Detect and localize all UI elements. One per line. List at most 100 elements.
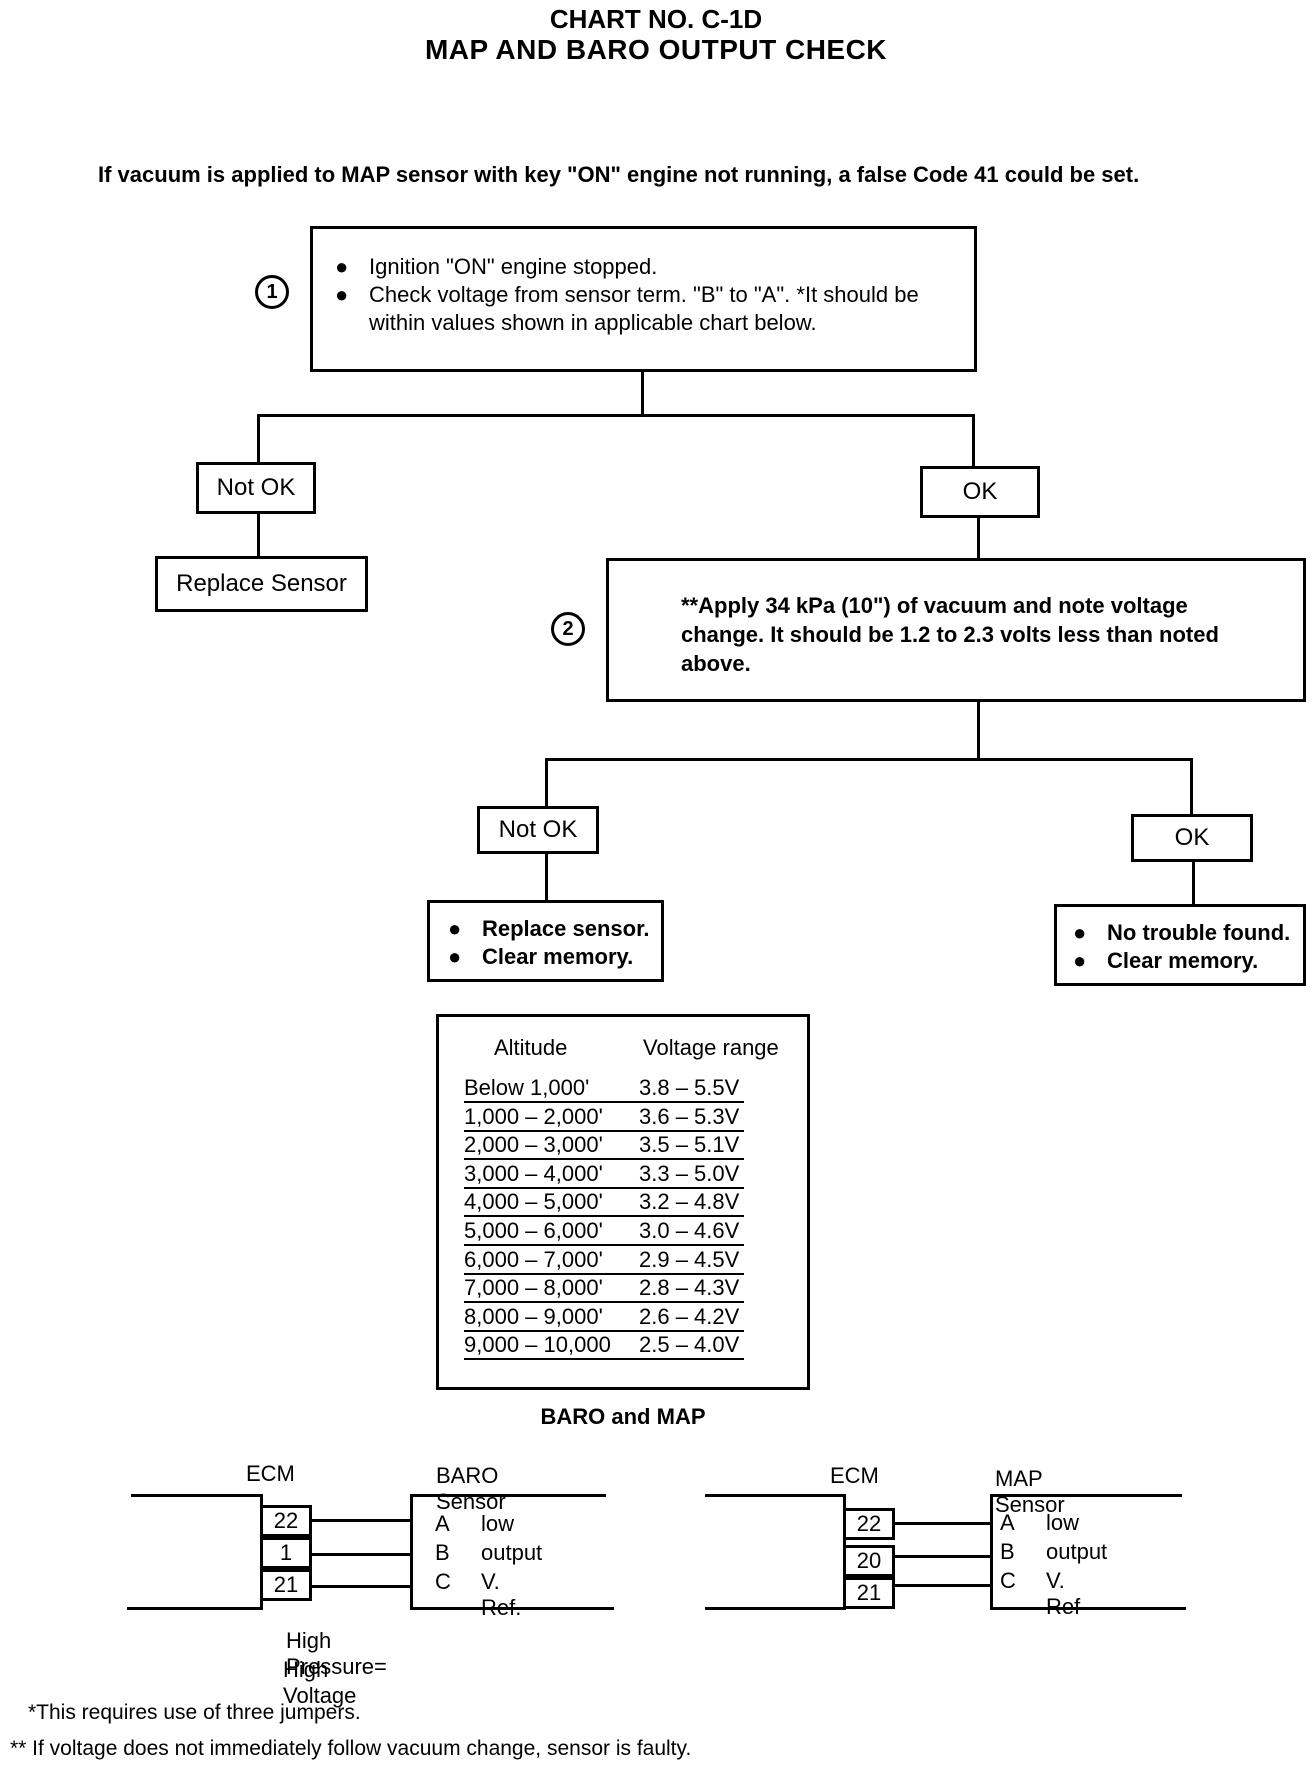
wire <box>895 1555 991 1558</box>
pin-number: 20 <box>856 1548 882 1573</box>
row-underline <box>464 1244 744 1246</box>
map-pin-20: 20 <box>843 1545 895 1577</box>
voltage-cell: 2.6 – 4.2V <box>639 1303 740 1329</box>
terminal-name: low <box>481 1511 515 1536</box>
connector <box>972 414 975 466</box>
row-underline <box>464 1158 744 1161</box>
sensor-wire <box>410 1607 614 1610</box>
wire <box>312 1585 412 1588</box>
not-ok-text: Not OK <box>216 474 296 501</box>
wire <box>312 1519 412 1522</box>
altitude-cell: 8,000 – 9,000' <box>464 1303 603 1329</box>
ok-text: OK <box>1174 824 1210 851</box>
voltage-cell: 2.5 – 4.0V <box>639 1332 740 1358</box>
row-underline <box>464 1101 744 1103</box>
map-ecm-label: ECM <box>830 1463 879 1488</box>
pin-number: 21 <box>273 1572 299 1597</box>
voltage-cell: 3.2 – 4.8V <box>639 1189 740 1215</box>
terminal-name: low <box>1046 1510 1080 1535</box>
altitude-cell: 4,000 – 5,000' <box>464 1189 603 1215</box>
pin-number: 22 <box>856 1511 882 1536</box>
baro-ecm-label: ECM <box>246 1461 295 1486</box>
pin-number: 22 <box>273 1508 299 1533</box>
step-1-bullet-1: Ignition "ON" engine stopped. <box>369 254 658 279</box>
baro-pin-22: 22 <box>260 1505 312 1537</box>
step-1-number: 1 <box>266 280 278 303</box>
row-underline <box>464 1129 744 1132</box>
connector <box>977 518 980 558</box>
step-2-box: **Apply 34 kPa (10") of vacuum and note … <box>606 558 1306 702</box>
table-header-altitude: Altitude <box>494 1035 568 1060</box>
sensor-edge <box>410 1494 413 1610</box>
voltage-cell: 3.0 – 4.6V <box>639 1218 740 1243</box>
warning-note: If vacuum is applied to MAP sensor with … <box>98 162 1140 187</box>
row-underline <box>464 1215 744 1218</box>
altitude-cell: 6,000 – 7,000' <box>464 1246 603 1272</box>
connector <box>545 758 548 806</box>
wire <box>895 1522 991 1525</box>
bullet-icon: ● <box>1073 920 1087 945</box>
connector <box>1190 758 1193 814</box>
ecm-wire <box>131 1494 261 1497</box>
baro-pin-1: 1 <box>260 1537 312 1569</box>
row-underline <box>464 1186 744 1189</box>
ecm-wire <box>705 1607 845 1610</box>
step-1-bullet-2: Check voltage from sensor term. "B" to "… <box>369 282 919 335</box>
altitude-cell: Below 1,000' <box>464 1075 590 1100</box>
wire <box>312 1553 412 1556</box>
bullet-icon: ● <box>335 282 349 307</box>
replace-sensor-text: Replace Sensor <box>176 570 347 597</box>
step-2-number: 2 <box>562 617 574 640</box>
terminal-letter: A <box>1000 1510 1015 1535</box>
voltage-cell: 2.8 – 4.3V <box>639 1275 740 1301</box>
footnote-1: *This requires use of three jumpers. <box>28 1701 361 1724</box>
table-caption: BARO and MAP <box>540 1404 706 1429</box>
connector <box>257 414 260 462</box>
ecm-wire <box>127 1607 261 1610</box>
row-underline <box>464 1301 744 1304</box>
result-line: Replace sensor. <box>482 916 650 941</box>
voltage-cell: 3.6 – 5.3V <box>639 1103 740 1129</box>
step-1-not-ok-result: Replace Sensor <box>155 556 368 612</box>
wire <box>895 1584 991 1587</box>
terminal-name: V. Ref <box>1046 1568 1081 1619</box>
ecm-wire <box>705 1494 845 1497</box>
voltage-cell: 3.5 – 5.1V <box>639 1132 740 1158</box>
altitude-cell: 9,000 – 10,000 <box>464 1332 611 1358</box>
voltage-cell: 3.8 – 5.5V <box>639 1075 740 1100</box>
terminal-letter: B <box>1000 1539 1015 1564</box>
step-1-ok-label: OK <box>920 466 1040 518</box>
connector <box>1192 862 1195 906</box>
baro-pin-21: 21 <box>260 1569 312 1601</box>
sensor-wire <box>410 1494 606 1497</box>
pin-number: 1 <box>279 1540 293 1565</box>
step-2-ok-result: ●No trouble found. ●Clear memory. <box>1054 904 1306 986</box>
connector <box>977 702 980 760</box>
bullet-icon: ● <box>335 254 349 279</box>
terminal-name: V. Ref. <box>481 1569 522 1620</box>
step-2-not-ok-label: Not OK <box>477 806 599 854</box>
result-line: No trouble found. <box>1107 920 1291 945</box>
altitude-voltage-table: Altitude Voltage range Below 1,000' 3.8 –… <box>436 1014 810 1390</box>
step-2-ok-label: OK <box>1131 814 1253 862</box>
voltage-cell: 2.9 – 4.5V <box>639 1246 740 1272</box>
terminal-letter: C <box>1000 1568 1016 1593</box>
step-1-marker: 1 <box>255 275 289 309</box>
step-2-not-ok-result: ●Replace sensor. ●Clear memory. <box>427 900 664 982</box>
step-1-box: ● Ignition "ON" engine stopped. ● Check vo… <box>310 226 977 372</box>
bullet-icon: ● <box>448 944 462 969</box>
sensor-wire <box>990 1494 1182 1497</box>
table-header-voltage: Voltage range <box>643 1035 779 1060</box>
voltage-cell: 3.3 – 5.0V <box>639 1160 740 1186</box>
connector <box>257 414 975 417</box>
step-1-not-ok-label: Not OK <box>196 462 316 514</box>
step-2-marker: 2 <box>551 612 585 646</box>
terminal-name: output <box>1046 1539 1108 1564</box>
pin-number: 21 <box>856 1580 882 1605</box>
terminal-letter: B <box>435 1540 450 1565</box>
altitude-cell: 5,000 – 6,000' <box>464 1218 603 1243</box>
baro-sensor-label: BARO Sensor <box>436 1463 506 1514</box>
connector <box>545 854 548 902</box>
result-line: Clear memory. <box>482 944 634 969</box>
page-title: MAP AND BARO OUTPUT CHECK <box>424 34 888 65</box>
